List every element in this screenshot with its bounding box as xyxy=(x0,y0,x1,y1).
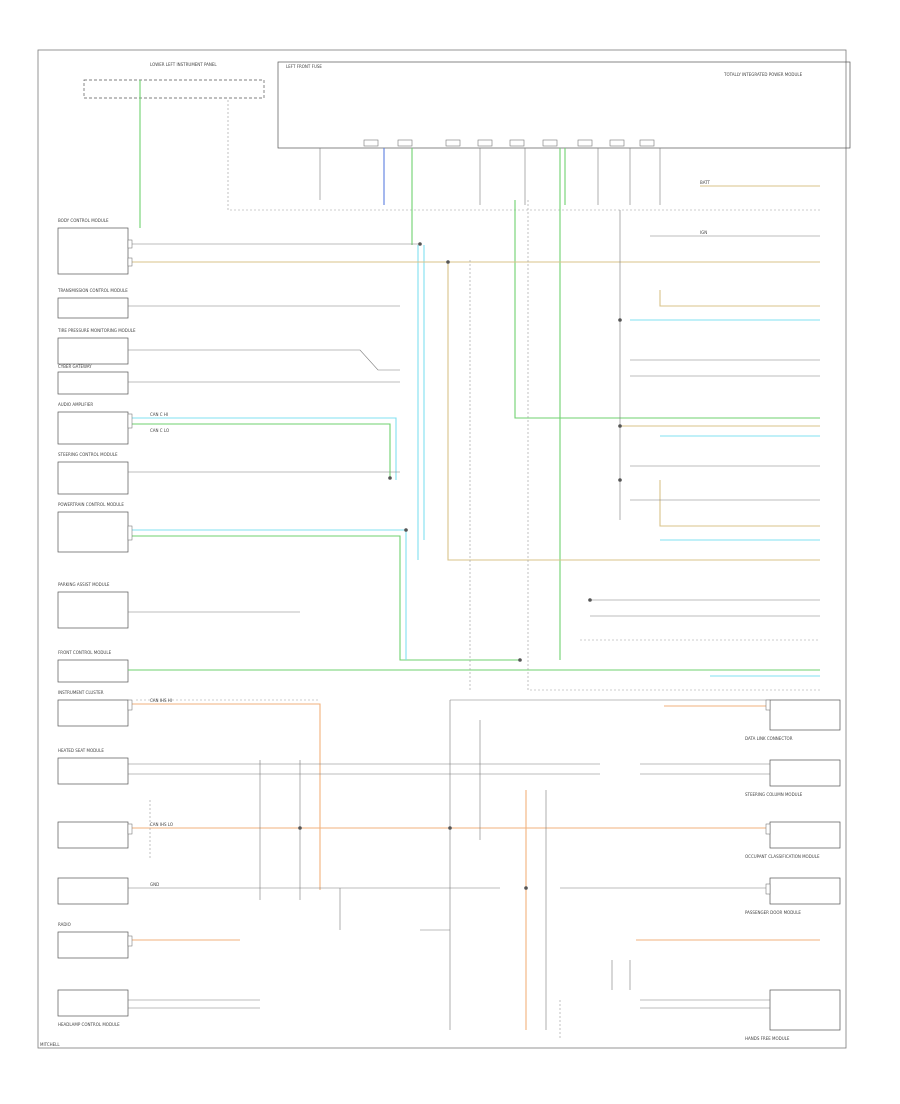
right-component-boxes xyxy=(769,699,841,1031)
top-center-fuse-box xyxy=(277,61,851,149)
label-front-control-module: FRONT CONTROL MODULE xyxy=(58,650,112,655)
dashed-lines xyxy=(136,200,820,1040)
label-body-control-module: BODY CONTROL MODULE xyxy=(58,218,109,223)
label-powertrain-control-module: POWERTRAIN CONTROL MODULE xyxy=(58,502,124,507)
label-heated-seat-module: HEATED SEAT MODULE xyxy=(58,748,104,753)
green-bus xyxy=(128,80,820,671)
label-cyber-gateway: CYBER GATEWAY xyxy=(58,364,92,369)
label-headlamp-control-module: HEADLAMP CONTROL MODULE xyxy=(58,1022,120,1027)
wire-label-gnd: GND xyxy=(150,882,159,887)
power-feed-wires xyxy=(227,100,820,211)
wire-label-can-ihs-lo: CAN IHS LO xyxy=(150,822,173,827)
label-instrument-cluster: INSTRUMENT CLUSTER xyxy=(58,690,104,695)
wire-label-can-ihs-hi: CAN IHS HI xyxy=(150,698,172,703)
right-component-labels: DATA LINK CONNECTOR STEERING COLUMN MODU… xyxy=(745,736,820,1041)
left-component-boxes xyxy=(57,227,129,1017)
top-center-fuse-label: LEFT FRONT FUSE xyxy=(286,64,322,69)
cyan-bus xyxy=(128,245,820,677)
label-parking-assist-module: PARKING ASSIST MODULE xyxy=(58,582,110,587)
top-right-module-label: TOTALLY INTEGRATED POWER MODULE xyxy=(723,72,803,77)
label-audio-amplifier: AUDIO AMPLIFIER xyxy=(58,402,93,407)
wire-label-can-c-lo: CAN C LO xyxy=(150,428,169,433)
signal-wires xyxy=(128,210,820,1030)
label-passenger-door-module: PASSENGER DOOR MODULE xyxy=(745,910,801,915)
label-rear-camera-module: HANDS FREE MODULE xyxy=(745,1036,790,1041)
left-component-labels: BODY CONTROL MODULE TRANSMISSION CONTROL… xyxy=(57,218,136,1027)
label-data-link-connector: DATA LINK CONNECTOR xyxy=(745,736,793,741)
footer-code: MITCHELL xyxy=(40,1042,60,1047)
connector-tabs xyxy=(127,239,771,947)
label-steering-column-module: STEERING COLUMN MODULE xyxy=(745,792,803,797)
wire-label-can-c-hi: CAN C HI xyxy=(150,412,168,417)
label-radio: RADIO xyxy=(58,922,71,927)
top-left-module-box xyxy=(83,79,265,99)
diagram-border xyxy=(37,49,847,1049)
label-tire-pressure-module: TIRE PRESSURE MONITORING MODULE xyxy=(57,328,136,333)
label-occupant-classification-module: OCCUPANT CLASSIFICATION MODULE xyxy=(745,854,820,859)
top-left-module-label: LOWER LEFT INSTRUMENT PANEL xyxy=(150,62,217,67)
orange-bus xyxy=(128,703,820,1030)
wire-label-batt: BATT xyxy=(700,180,711,185)
splice-points xyxy=(298,242,622,890)
label-steering-control-module: STEERING CONTROL MODULE xyxy=(58,452,118,457)
label-transmission-control-module: TRANSMISSION CONTROL MODULE xyxy=(57,288,128,293)
fuse-row xyxy=(363,139,655,147)
tan-bus xyxy=(128,185,820,561)
wire-label-ign: IGN xyxy=(700,230,707,235)
wire-labels: CAN C HI CAN C LO CAN IHS HI CAN IHS LO … xyxy=(150,180,711,887)
